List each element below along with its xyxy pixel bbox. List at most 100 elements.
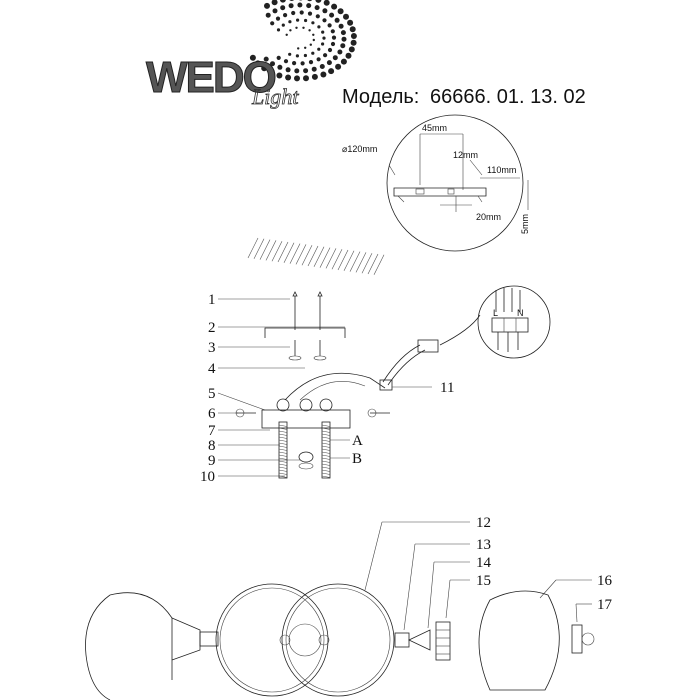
logo-dot — [297, 47, 300, 50]
logo-dot — [331, 35, 337, 40]
terminal-n-label: N — [517, 308, 524, 318]
thread-line — [321, 439, 331, 442]
logo-dot — [329, 12, 335, 18]
logo-dot — [350, 33, 357, 39]
logo-dot — [300, 61, 305, 66]
hatch-line — [301, 245, 313, 266]
logo-dot — [341, 36, 347, 42]
thread-line — [278, 475, 288, 478]
logo-dot — [303, 75, 309, 82]
logo-dot — [348, 46, 355, 53]
thread-line — [321, 442, 331, 445]
logo-dot — [317, 47, 321, 51]
logo-dot — [311, 66, 317, 72]
logo-dot — [275, 16, 281, 21]
dim-20: 20mm — [476, 212, 501, 222]
logo-dot — [334, 17, 340, 23]
hatch-line — [337, 249, 349, 271]
logo-dot — [320, 71, 327, 78]
logo-dot — [304, 46, 307, 49]
hatch-line — [259, 239, 271, 260]
part-label-6: 6 — [208, 406, 216, 422]
logo-dot — [338, 23, 344, 29]
hatch-line — [361, 253, 373, 274]
part-label-1: 1 — [208, 292, 216, 308]
logo-dot — [288, 52, 292, 56]
part-label-10: 10 — [200, 469, 215, 485]
part-label-14: 14 — [476, 555, 492, 571]
left-shade — [85, 594, 111, 700]
logo-dot — [254, 60, 261, 67]
thread-line — [278, 430, 288, 433]
hatch-line — [283, 242, 295, 263]
part-label-5: 5 — [208, 386, 216, 402]
part-label-8: 8 — [208, 438, 216, 454]
logo-dot — [291, 10, 296, 16]
part-label-11: 11 — [440, 380, 454, 396]
hatch-line — [265, 240, 277, 261]
hatch-line — [307, 245, 319, 267]
hatch-line — [367, 253, 379, 275]
logo-dot — [315, 0, 322, 3]
logo-dot — [271, 0, 278, 6]
logo-dot — [263, 56, 269, 62]
logo-dot — [283, 59, 289, 64]
logo-script-text: Light — [251, 84, 299, 109]
thread-line — [321, 454, 331, 457]
logo-dot — [261, 65, 268, 72]
part-label-b: B — [352, 451, 362, 467]
ring-right — [281, 583, 395, 697]
thread-line — [321, 466, 331, 469]
logo-dot — [288, 3, 294, 9]
thread-line — [321, 436, 331, 439]
ring-left — [215, 583, 329, 697]
logo-dot — [303, 68, 309, 74]
logo-dot — [295, 54, 299, 58]
thread-line — [278, 454, 288, 457]
thread-line — [278, 439, 288, 442]
part-label-2: 2 — [208, 320, 216, 336]
logo-dot — [272, 8, 278, 14]
logo-dot — [294, 75, 300, 82]
part-label-9: 9 — [208, 453, 216, 469]
model-number: 66666. 01. 13. 02 — [430, 86, 586, 108]
thread-line — [321, 475, 331, 478]
logo-dot — [314, 5, 320, 11]
logo-dot — [304, 18, 308, 23]
socket — [435, 621, 451, 661]
thread-line — [321, 445, 331, 448]
brand-logo: WEDO Light — [146, 0, 357, 109]
thread-line — [278, 436, 288, 439]
hatch-line — [331, 249, 343, 270]
part-label-4: 4 — [208, 361, 216, 377]
hatch-line — [349, 251, 361, 272]
hatch-line — [271, 241, 283, 262]
lower-assembly: 12 13 14 15 16 17 — [85, 515, 613, 700]
part-label-15: 15 — [476, 573, 491, 589]
logo-dot — [316, 57, 321, 62]
part-label-3: 3 — [208, 340, 216, 356]
logo-dot — [340, 43, 346, 49]
logo-dot — [330, 41, 336, 47]
thread-line — [278, 445, 288, 448]
logo-dot — [294, 68, 300, 74]
thread-line — [321, 457, 331, 460]
thread-line — [278, 460, 288, 463]
logo-main-text: WEDO — [146, 53, 276, 102]
logo-dot — [281, 23, 285, 27]
logo-dot — [285, 33, 288, 36]
logo-dot — [327, 47, 333, 53]
hatch-line — [313, 246, 325, 267]
hatch-line — [319, 247, 331, 268]
logo-dot — [306, 3, 312, 9]
thread-line — [278, 448, 288, 451]
dim-45: 45mm — [422, 123, 447, 133]
logo-dot — [337, 8, 344, 15]
logo-dot — [289, 0, 294, 1]
logo-dot — [297, 2, 303, 8]
logo-dot — [302, 26, 305, 29]
logo-dot — [343, 13, 349, 20]
logo-dot — [347, 19, 354, 26]
logo-dot — [315, 14, 320, 19]
hatch-line — [355, 252, 367, 273]
